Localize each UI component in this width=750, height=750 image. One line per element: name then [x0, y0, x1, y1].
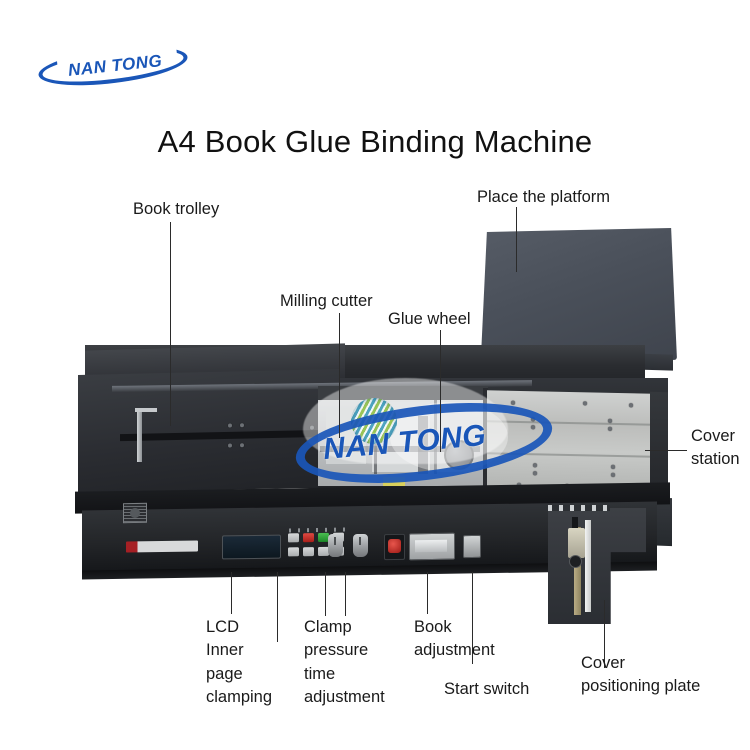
- callout-cover-positioning-plate: Cover positioning plate: [581, 654, 701, 696]
- glue-wheel-part: [444, 440, 474, 470]
- leader-line-book-adjustment: [427, 572, 429, 614]
- leader-line-platform: [516, 207, 518, 272]
- callout-start-switch: Start switch: [444, 680, 530, 698]
- machine-brand-badge: [126, 540, 198, 553]
- place-platform-panel: [481, 228, 677, 360]
- leader-line-clamp-pressure: [325, 572, 327, 616]
- keypad-key[interactable]: [288, 533, 299, 543]
- callout-glue-wheel: Glue wheel: [388, 310, 471, 328]
- cpp-ruler-scale: [585, 520, 591, 612]
- cpp-slide-clamp[interactable]: [568, 528, 585, 558]
- trolley-guide-bar: [137, 409, 142, 463]
- leader-line-lcd: [231, 572, 233, 614]
- cpp-lock-knob[interactable]: [569, 555, 582, 568]
- central-mechanism: [318, 386, 488, 486]
- leader-line-cover-plate: [604, 600, 606, 668]
- cpp-rod: [574, 527, 581, 615]
- callout-lcd-inner-page-clamping: LCD Inner page clamping: [206, 618, 273, 707]
- leader-line-start-switch: [472, 572, 474, 664]
- callout-place-the-platform: Place the platform: [477, 188, 610, 206]
- leader-line-milling-cutter: [339, 313, 341, 438]
- clamp-pressure-knob[interactable]: [328, 533, 343, 558]
- cpp-top-notch: [548, 505, 610, 511]
- emergency-stop-button[interactable]: [384, 533, 405, 561]
- fan-vent-icon: [123, 502, 147, 524]
- cpp-stop-block: [572, 517, 578, 531]
- keypad-key-stop[interactable]: [303, 533, 314, 543]
- leader-line-glue-wheel: [440, 330, 442, 452]
- leader-line-book-trolley: [170, 222, 172, 426]
- callout-milling-cutter: Milling cutter: [280, 292, 373, 310]
- keypad-key[interactable]: [303, 547, 314, 557]
- leader-line-cover-station: [645, 450, 687, 452]
- mechanism-top-cover: [318, 386, 488, 400]
- start-switch-button[interactable]: [463, 534, 481, 559]
- clamp-time-knob[interactable]: [353, 533, 368, 558]
- trolley-guide-top: [135, 408, 157, 412]
- page-title: A4 Book Glue Binding Machine: [157, 124, 593, 159]
- leader-line-clamp-time: [345, 572, 347, 616]
- callout-cover-station: Cover station: [691, 427, 740, 469]
- callout-book-trolley: Book trolley: [133, 200, 220, 218]
- leader-line-inner-page: [277, 572, 279, 642]
- book-adjustment-module[interactable]: [409, 532, 455, 561]
- lcd-display[interactable]: [222, 534, 281, 560]
- callout-clamp-pressure-time-adjustment: Clamp pressure time adjustment: [304, 618, 385, 707]
- yellow-label-tag: [383, 477, 405, 486]
- callout-book-adjustment: Book adjustment: [414, 618, 495, 660]
- keypad-key[interactable]: [288, 547, 299, 557]
